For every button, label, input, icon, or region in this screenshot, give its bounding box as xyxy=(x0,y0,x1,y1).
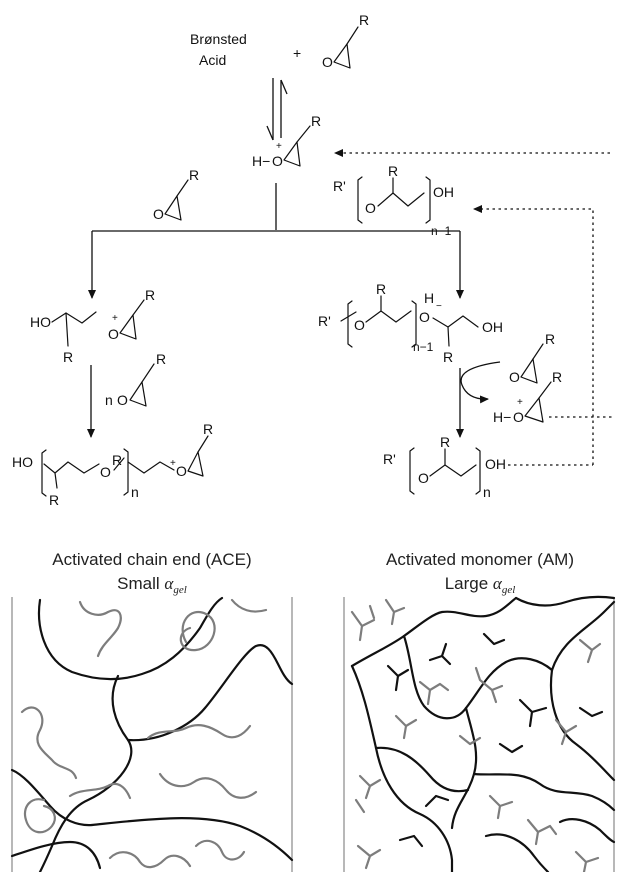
am-network-panel xyxy=(343,595,616,872)
svg-text:R: R xyxy=(189,167,199,183)
svg-text:O: O xyxy=(365,200,376,216)
svg-text:R: R xyxy=(443,349,453,365)
svg-text:R: R xyxy=(63,349,73,365)
svg-text:H−: H− xyxy=(252,153,270,169)
svg-text:R: R xyxy=(49,492,59,508)
svg-text:R: R xyxy=(359,12,369,28)
svg-text:R: R xyxy=(145,287,155,303)
svg-text:O: O xyxy=(176,463,187,479)
bronsted-acid-label: Brønsted xyxy=(190,31,247,47)
svg-text:O: O xyxy=(513,409,524,425)
am-product: R' O R n OH xyxy=(383,434,506,500)
svg-text:O: O xyxy=(418,470,429,486)
svg-text:R: R xyxy=(440,434,450,450)
protonated-epoxide-regenerated: H− O + R xyxy=(493,369,562,425)
svg-text:HO: HO xyxy=(12,454,33,470)
svg-text:−: − xyxy=(436,301,442,312)
svg-text:HO: HO xyxy=(30,314,51,330)
equilibrium-arrows xyxy=(266,78,288,141)
svg-text:H: H xyxy=(424,290,434,306)
svg-text:R': R' xyxy=(318,313,331,329)
svg-text:R': R' xyxy=(383,451,396,467)
svg-text:OH: OH xyxy=(482,319,503,335)
ace-monomer-addition: n O R xyxy=(105,351,166,408)
svg-text:R: R xyxy=(311,113,321,129)
svg-text:+: + xyxy=(517,397,523,408)
svg-text:O: O xyxy=(100,464,111,480)
svg-text:R: R xyxy=(388,163,398,179)
svg-text:R: R xyxy=(156,351,166,367)
svg-text:O: O xyxy=(108,326,119,342)
svg-text:O: O xyxy=(509,369,520,385)
am-alpha-gel: Large αgel xyxy=(445,574,516,596)
svg-text:n: n xyxy=(483,484,491,500)
am-intermediate: R' O R n−1 O H − R OH xyxy=(318,281,503,365)
svg-text:O: O xyxy=(322,54,333,70)
recycle-arrow-polyol xyxy=(473,205,594,465)
acid-label: Acid xyxy=(199,52,226,68)
svg-text:n: n xyxy=(105,392,113,408)
svg-text:OH: OH xyxy=(485,456,506,472)
ace-caption: Activated chain end (ACE) xyxy=(52,550,251,569)
svg-text:n: n xyxy=(131,484,139,500)
svg-text:n−1: n−1 xyxy=(413,340,434,354)
epoxide-monomer-am: O R xyxy=(509,331,555,385)
ace-product: HO R O n R O + R xyxy=(12,421,213,508)
svg-text:R: R xyxy=(203,421,213,437)
svg-text:O: O xyxy=(272,153,283,169)
epoxide-monomer-top: O R xyxy=(322,12,369,70)
svg-text:R: R xyxy=(112,452,122,468)
am-caption: Activated monomer (AM) xyxy=(386,550,574,569)
epoxide-monomer-left: O R xyxy=(153,167,199,222)
svg-text:R: R xyxy=(376,281,386,297)
svg-text:O: O xyxy=(153,206,164,222)
ace-alpha-gel: Small αgel xyxy=(117,574,187,596)
protonated-epoxide: H− O + R xyxy=(252,113,321,169)
svg-text:+: + xyxy=(112,313,118,324)
svg-text:+: + xyxy=(170,458,176,469)
ace-network-panel xyxy=(10,596,294,872)
svg-text:R: R xyxy=(552,369,562,385)
svg-text:H−: H− xyxy=(493,409,511,425)
polyol-chain: R' O R OH n−1 xyxy=(333,163,454,238)
svg-text:O: O xyxy=(117,392,128,408)
plus-sign: + xyxy=(293,45,301,61)
svg-text:OH: OH xyxy=(433,184,454,200)
svg-text:R: R xyxy=(545,331,555,347)
svg-text:O: O xyxy=(354,317,365,333)
svg-text:R': R' xyxy=(333,178,346,194)
svg-text:n−1: n−1 xyxy=(431,224,452,238)
svg-text:+: + xyxy=(276,141,282,152)
ace-intermediate: HO R O + R xyxy=(30,287,155,365)
svg-text:O: O xyxy=(419,309,430,325)
